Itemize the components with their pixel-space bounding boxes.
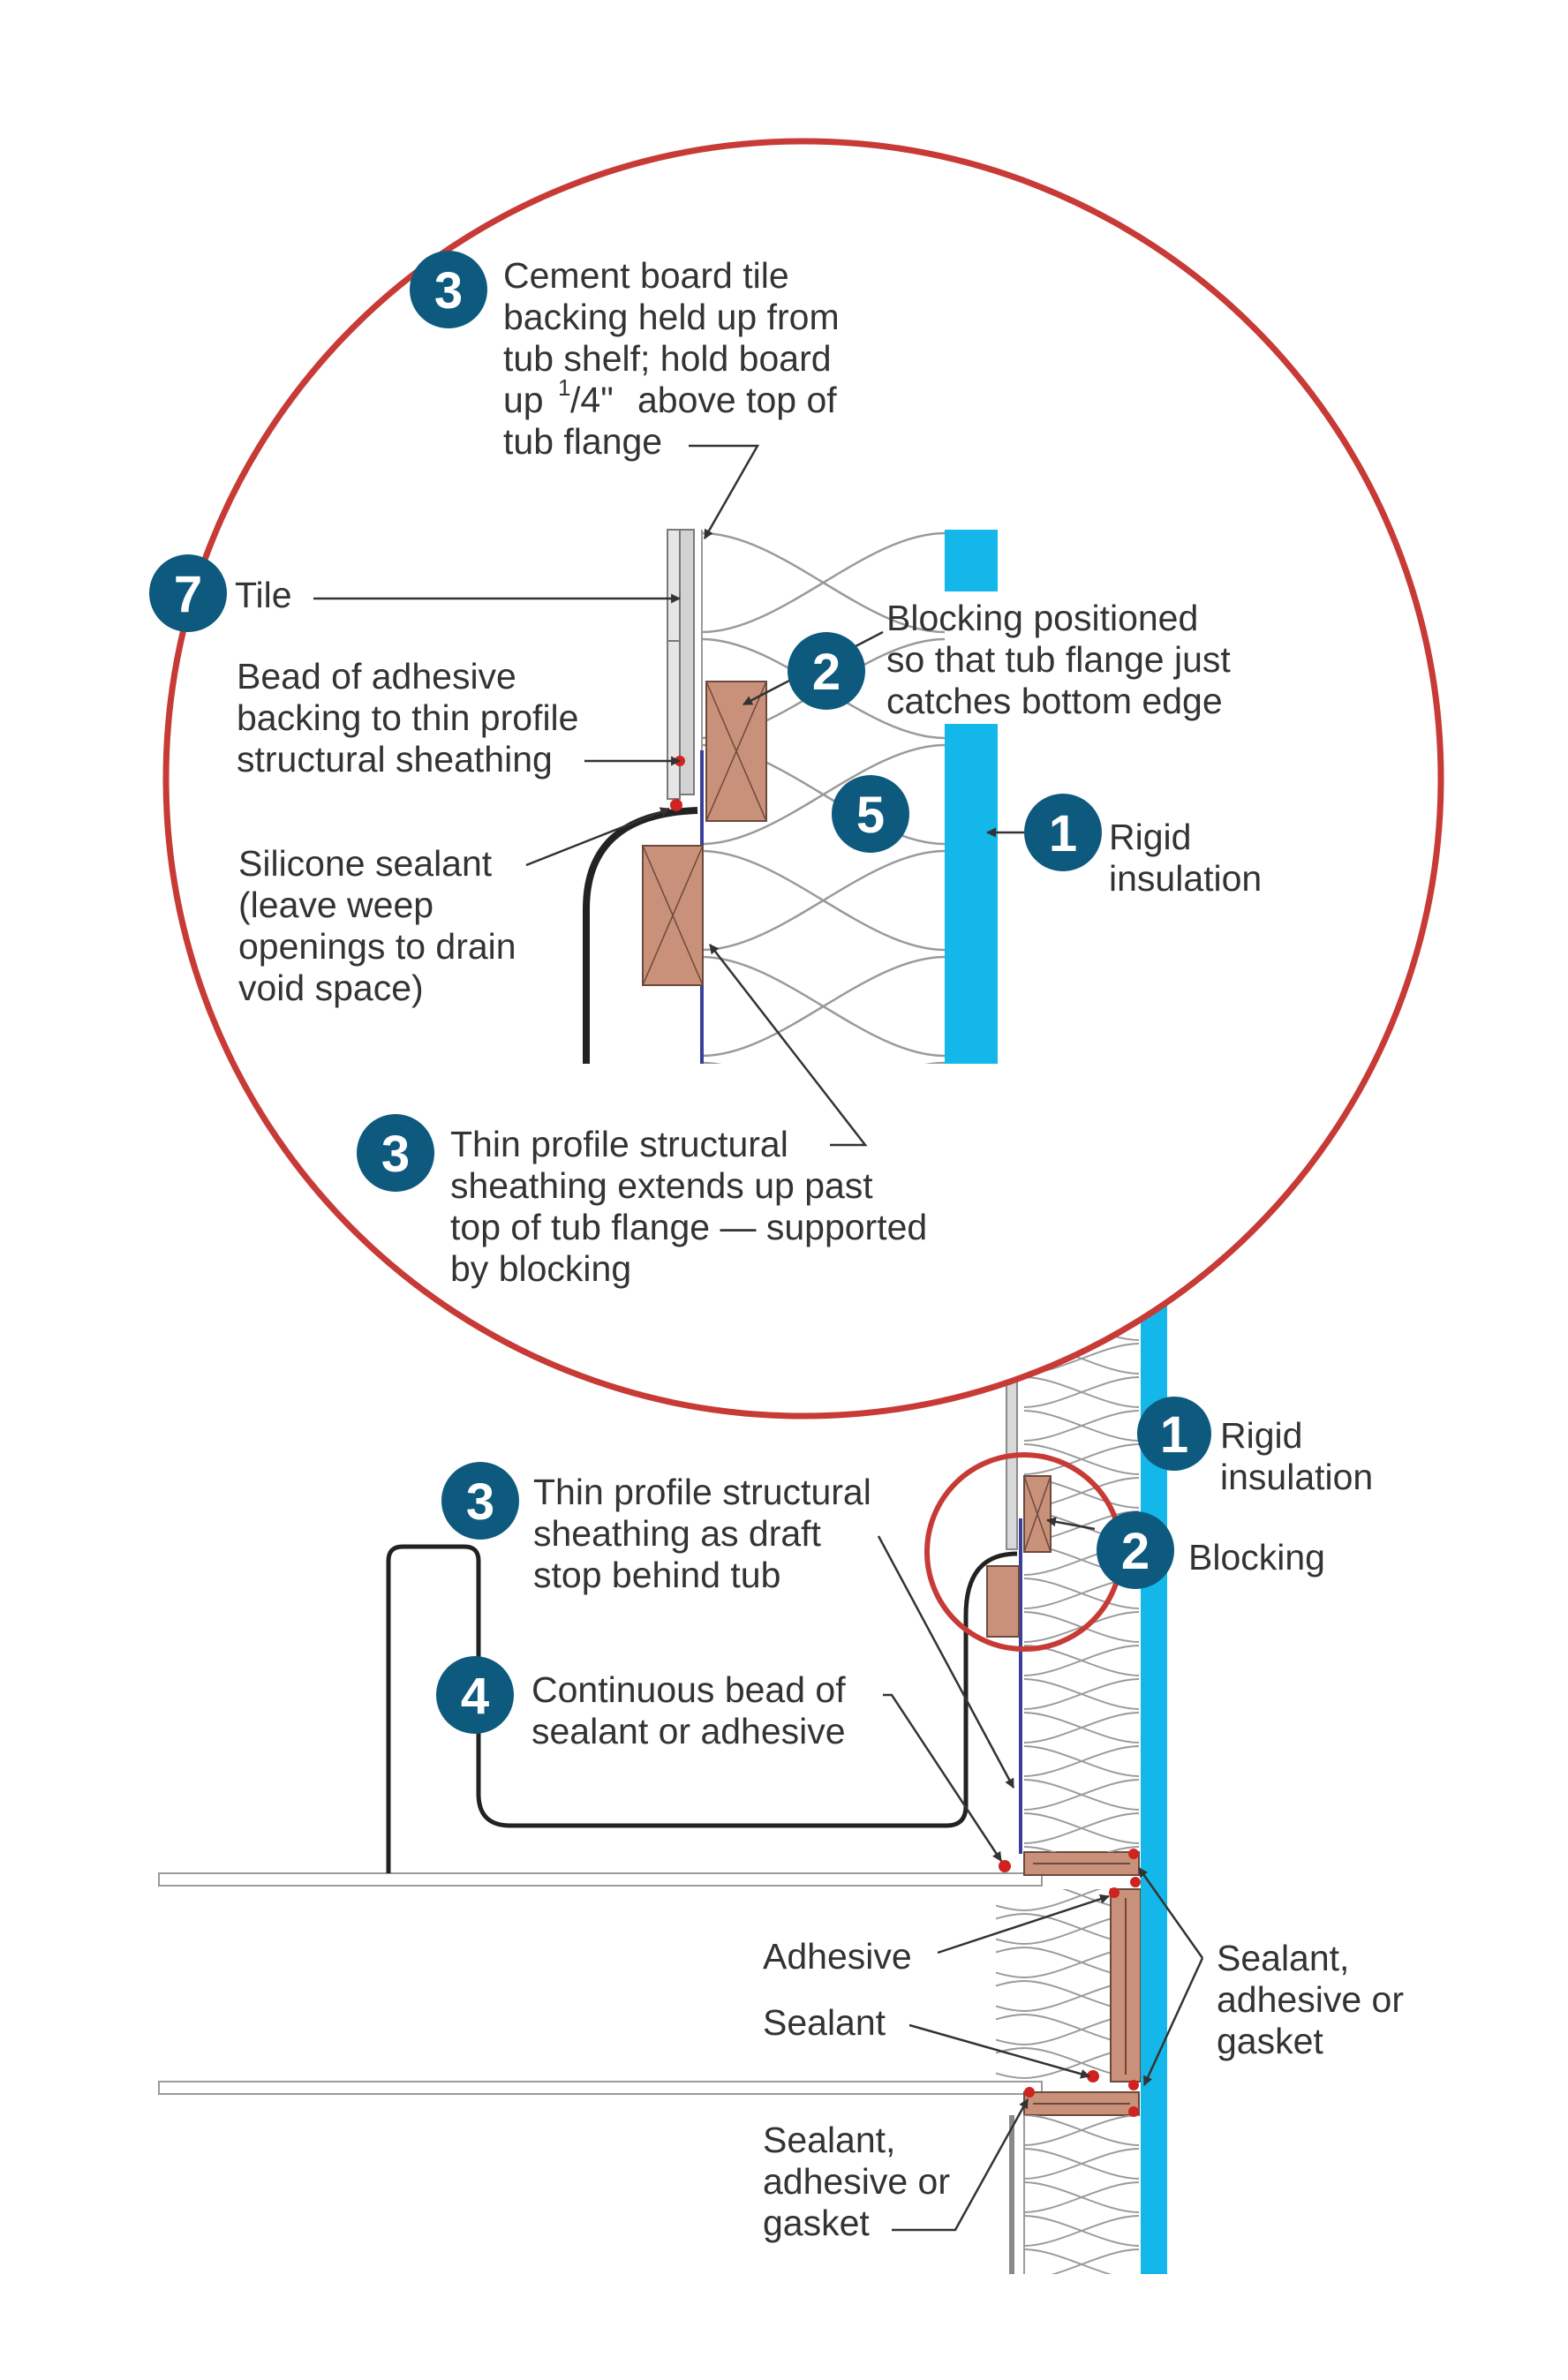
label-rigid-insulation-main: Rigid insulation [1220, 1415, 1373, 1497]
svg-text:top of tub flange — supported: top of tub flange — supported [450, 1207, 927, 1247]
badge-7-tile: 7 [149, 554, 227, 632]
label-cement-board: Cement board tile backing held up from t… [503, 255, 840, 462]
svg-text:insulation: insulation [1109, 858, 1262, 899]
svg-text:2: 2 [1121, 1523, 1150, 1580]
label-continuous-bead: Continuous bead of sealant or adhesive [531, 1669, 846, 1751]
svg-text:4: 4 [461, 1668, 489, 1725]
tub-support-block [986, 1565, 1020, 1638]
svg-text:Thin profile structural: Thin profile structural [450, 1124, 788, 1164]
bathtub [386, 1544, 1018, 1873]
label-silicone-sealant: Silicone sealant (leave weep openings to… [238, 843, 516, 1008]
svg-text:Blocking positioned: Blocking positioned [886, 598, 1198, 638]
svg-text:adhesive or: adhesive or [1217, 1979, 1404, 2020]
svg-text:structural sheathing: structural sheathing [237, 739, 553, 780]
badge-5-batt-insulation: 5 [832, 775, 909, 853]
label-bead-of-adhesive: Bead of adhesive backing to thin profile… [237, 656, 578, 780]
svg-text:3: 3 [381, 1126, 410, 1183]
svg-text:gasket: gasket [1217, 2021, 1323, 2061]
svg-text:1: 1 [1049, 805, 1077, 862]
svg-text:(leave weep: (leave weep [238, 885, 433, 925]
svg-text:adhesive or: adhesive or [763, 2161, 950, 2202]
svg-text:sheathing as draft: sheathing as draft [533, 1513, 822, 1554]
label-thin-profile-detail: Thin profile structural sheathing extend… [450, 1124, 927, 1289]
svg-text:1: 1 [1160, 1406, 1188, 1464]
svg-text:catches bottom edge: catches bottom edge [886, 681, 1223, 721]
svg-text:Rigid: Rigid [1109, 817, 1191, 857]
svg-text:tub shelf; hold board: tub shelf; hold board [503, 338, 832, 379]
badge-2-blocking-main: 2 [1097, 1511, 1174, 1589]
svg-text:3: 3 [466, 1473, 494, 1531]
svg-text:2: 2 [812, 644, 841, 701]
cement-board-main [1006, 1372, 1018, 1550]
svg-text:/4": /4" [570, 380, 614, 420]
svg-text:up: up [503, 380, 544, 420]
label-sealant: Sealant [763, 2002, 886, 2043]
svg-text:insulation: insulation [1220, 1457, 1373, 1497]
svg-text:Sealant,: Sealant, [763, 2120, 895, 2160]
svg-text:above top of: above top of [637, 380, 837, 420]
floor-framing [158, 1851, 1142, 2116]
svg-text:Continuous bead of: Continuous bead of [531, 1669, 846, 1710]
rigid-insulation-detail-lower [945, 724, 998, 1064]
svg-text:tub flange: tub flange [503, 421, 662, 462]
svg-text:backing held up from: backing held up from [503, 297, 840, 337]
label-adhesive: Adhesive [763, 1936, 912, 1977]
label-rigid-insulation-detail: Rigid insulation [1109, 817, 1262, 899]
svg-text:sealant or adhesive: sealant or adhesive [531, 1711, 846, 1751]
badge-3-thin-profile-main: 3 [441, 1462, 519, 1540]
label-tile: Tile [235, 575, 292, 615]
wall-batt-insulation-lower [1024, 2115, 1139, 2274]
leader-lines-main [877, 1517, 1204, 2232]
svg-text:by blocking: by blocking [450, 1248, 631, 1289]
rim-batt-insulation [996, 1889, 1111, 2082]
svg-text:stop behind tub: stop behind tub [533, 1555, 780, 1595]
leader-lines-detail [313, 444, 1024, 1147]
label-sealant-gasket-right: Sealant, adhesive or gasket [1217, 1938, 1404, 2061]
svg-text:Cement board tile: Cement board tile [503, 255, 789, 296]
svg-text:Silicone sealant: Silicone sealant [238, 843, 493, 884]
svg-text:void space): void space) [238, 968, 424, 1008]
tub-outline [386, 1544, 1018, 1873]
svg-text:1: 1 [558, 374, 570, 401]
rigid-insulation-detail-upper [945, 530, 998, 591]
svg-text:so that tub flange just: so that tub flange just [886, 639, 1231, 680]
label-sealant-gasket-bottom: Sealant, adhesive or gasket [763, 2120, 950, 2243]
sealant-dots-main [999, 1849, 1141, 2117]
label-blocking-positioned: Blocking positioned so that tub flange j… [886, 598, 1231, 721]
badge-1-rigid-insulation-main: 1 [1137, 1397, 1211, 1471]
badge-1-rigid-insulation-detail: 1 [1024, 794, 1102, 871]
badge-2-blocking-detail: 2 [788, 632, 865, 710]
svg-text:sheathing extends up past: sheathing extends up past [450, 1165, 873, 1206]
detail-assembly [583, 529, 998, 1064]
svg-text:Sealant,: Sealant, [1217, 1938, 1349, 1978]
svg-text:Thin profile structural: Thin profile structural [533, 1472, 871, 1512]
badge-3-thin-profile-detail: 3 [357, 1114, 434, 1192]
svg-text:7: 7 [174, 566, 202, 623]
lower-ceiling-board [158, 2081, 1043, 2095]
svg-text:3: 3 [434, 262, 463, 320]
label-blocking-main: Blocking [1188, 1537, 1325, 1578]
badge-4-continuous-bead: 4 [436, 1656, 514, 1734]
svg-text:Bead of adhesive: Bead of adhesive [237, 656, 516, 697]
svg-text:backing to thin profile: backing to thin profile [237, 697, 578, 738]
badge-3-cement-board: 3 [410, 251, 487, 328]
label-thin-profile-main: Thin profile structural sheathing as dra… [533, 1472, 871, 1595]
svg-text:gasket: gasket [763, 2203, 870, 2243]
cement-board-detail [679, 529, 695, 795]
upper-subfloor [158, 1872, 1043, 1887]
svg-text:5: 5 [856, 787, 885, 844]
svg-text:Rigid: Rigid [1220, 1415, 1302, 1456]
svg-text:openings to drain: openings to drain [238, 926, 516, 967]
